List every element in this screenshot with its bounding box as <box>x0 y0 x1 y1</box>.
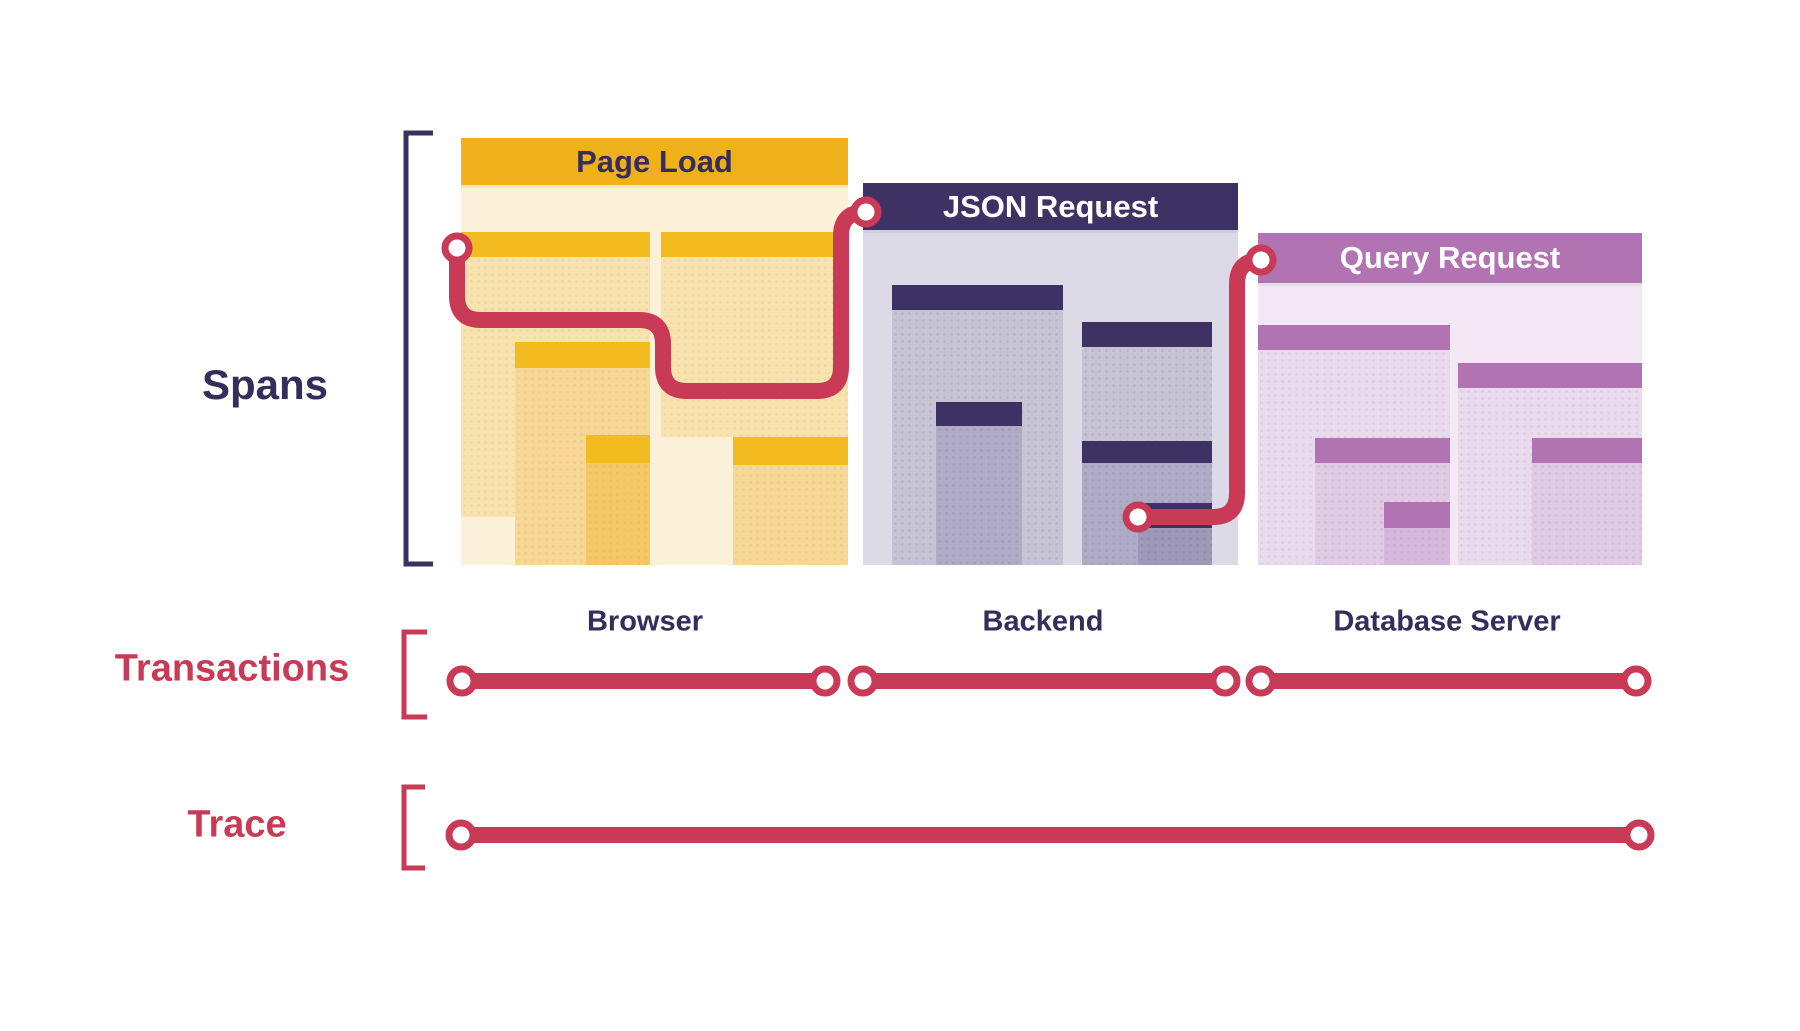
span-bar <box>733 437 848 565</box>
span-bar-header <box>892 285 1063 310</box>
span-bar-header <box>1138 503 1212 528</box>
database-server-caption: Database Server <box>1333 605 1561 638</box>
span-bar-body <box>936 426 1022 565</box>
span-bar <box>586 435 650 565</box>
transactions-bracket <box>401 629 427 720</box>
span-bar-body <box>1532 463 1642 565</box>
transaction-endpoint <box>1620 665 1652 697</box>
transaction-endpoint <box>809 665 841 697</box>
span-bar <box>1384 502 1450 565</box>
span-bar-header <box>661 232 848 257</box>
span-bar-header <box>461 232 650 257</box>
span-bar-body <box>661 257 848 437</box>
trace-label: Trace <box>187 803 287 846</box>
transaction-endpoint <box>1245 665 1277 697</box>
query-request-title: Query Request <box>1339 240 1561 275</box>
json-request-title: JSON Request <box>942 188 1159 224</box>
transaction-endpoint <box>1209 665 1241 697</box>
transaction-endpoint <box>446 665 478 697</box>
span-bar-body <box>1138 528 1212 565</box>
trace-endpoint <box>1623 819 1655 851</box>
span-bar <box>1138 503 1212 565</box>
span-bar-header <box>1532 438 1642 463</box>
span-bar <box>936 402 1022 565</box>
query-request-header: Query Request <box>1258 233 1642 283</box>
span-bar-header <box>1082 441 1212 463</box>
span-bar-body <box>1384 528 1450 565</box>
transaction-endpoint <box>847 665 879 697</box>
span-bar-header <box>936 402 1022 426</box>
trace-bracket <box>401 784 425 871</box>
backend-caption: Backend <box>982 605 1104 638</box>
span-bar-header <box>1082 322 1212 347</box>
json-request-panel: JSON Request <box>863 183 1238 565</box>
json-request-header: JSON Request <box>863 183 1238 230</box>
page-load-title: Page Load <box>576 143 733 179</box>
span-bar <box>1532 438 1642 565</box>
span-bar-header <box>1384 502 1450 528</box>
span-bar-header <box>1258 325 1450 350</box>
page-load-header: Page Load <box>461 138 848 185</box>
page-load-panel: Page Load <box>461 138 848 565</box>
spans-label: Spans <box>201 361 329 408</box>
span-bar-body <box>733 465 848 565</box>
span-bar-header <box>1315 438 1450 463</box>
span-bar <box>661 232 848 437</box>
trace-endpoint <box>445 819 477 851</box>
browser-caption: Browser <box>586 605 704 638</box>
span-bar-header <box>586 435 650 463</box>
spans-bracket <box>403 130 433 567</box>
span-bar-header <box>515 342 650 368</box>
query-request-panel: Query Request <box>1258 233 1642 565</box>
span-bar-header <box>733 437 848 465</box>
transactions-label: Transactions <box>114 647 350 690</box>
span-bar-body <box>586 463 650 565</box>
span-bar-header <box>1458 363 1642 388</box>
